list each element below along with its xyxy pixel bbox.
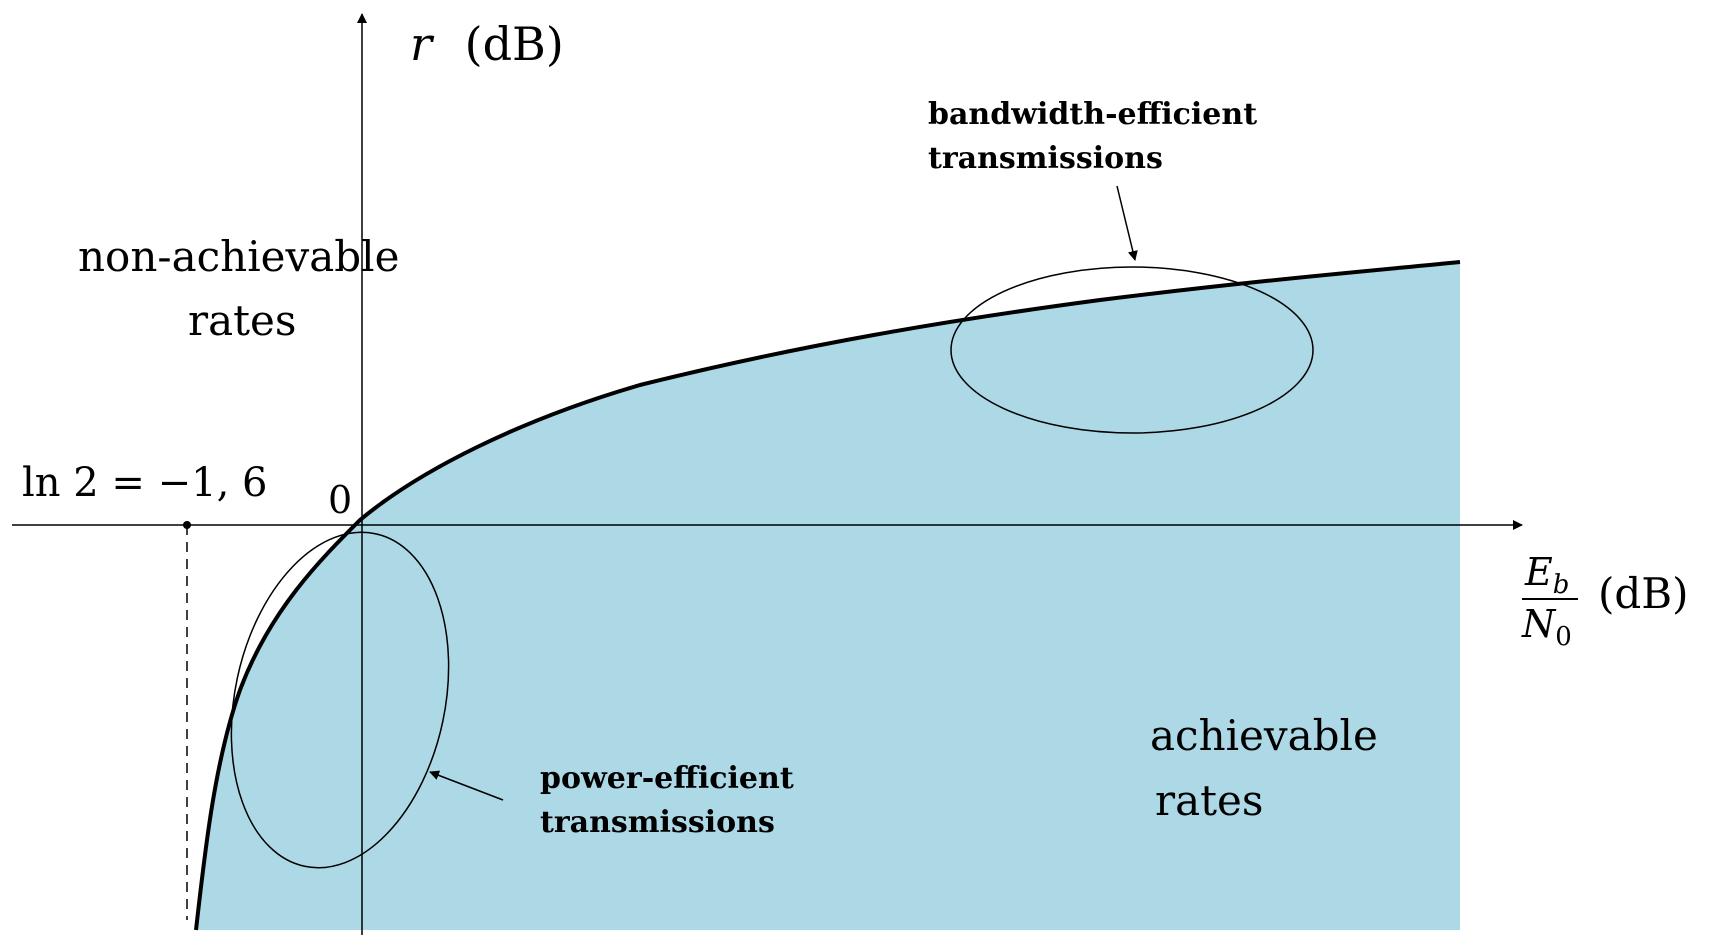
origin-label: 0 xyxy=(328,478,352,522)
bandwidth-efficient-ellipse xyxy=(950,266,1314,434)
bandwidth-arrow xyxy=(1116,185,1138,261)
bandwidth-label-line1: bandwidth-efficient xyxy=(928,97,1257,132)
non-achievable-label-line2: rates xyxy=(188,296,296,345)
shannon-limit-label: ln 2 = −1, 6 xyxy=(22,460,268,506)
y-axis-unit: (dB) xyxy=(465,17,564,71)
power-efficient-ellipse xyxy=(230,531,450,869)
achievable-label-line2: rates xyxy=(1155,776,1263,825)
x-axis-numerator: Eb xyxy=(1524,550,1569,600)
y-axis-label: r (dB) xyxy=(410,17,564,71)
achievable-region xyxy=(196,262,1460,930)
capacity-curve xyxy=(194,260,1461,931)
power-label-line1: power-efficient xyxy=(540,761,794,796)
x-axis-unit: (dB) xyxy=(1598,569,1689,618)
achievable-label-line1: achievable xyxy=(1150,711,1378,760)
x-axis-label: Eb N0 (dB) xyxy=(1521,550,1689,652)
shannon-limit-point xyxy=(183,521,191,529)
non-achievable-label-line1: non-achievable xyxy=(78,232,399,281)
x-axis-denominator: N0 xyxy=(1521,602,1572,652)
power-label-line2: transmissions xyxy=(540,805,775,840)
bandwidth-label-line2: transmissions xyxy=(928,141,1163,176)
power-arrow xyxy=(429,770,504,801)
y-axis-variable: r xyxy=(410,17,435,71)
